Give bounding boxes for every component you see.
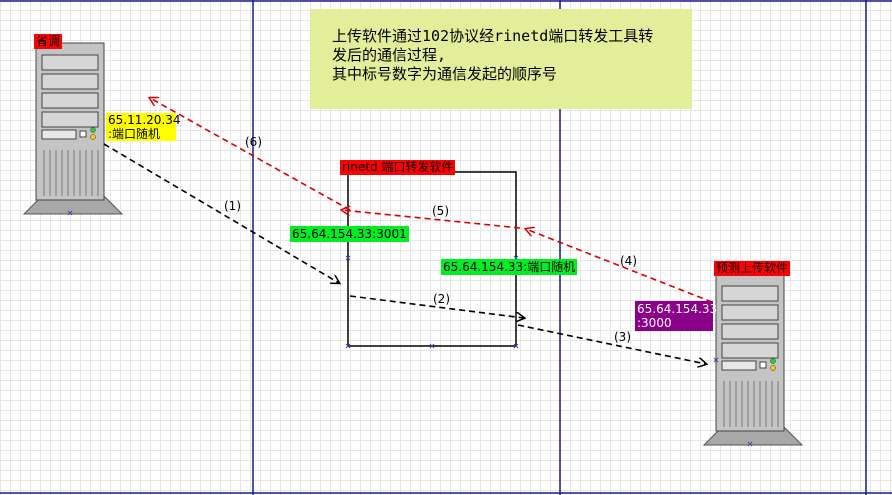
step-label-5: (5) [432,204,449,218]
forecast-address-ip: 65.64.154.33 [637,302,718,316]
province-address-port: :端口随机 [108,127,161,141]
step-label-1: (1) [224,199,241,213]
arrow-step-6 [150,98,351,211]
rinetd-title: rinetd 端口转发软件 [340,160,456,175]
note-line-3: 其中标号数字为通信发起的顺序号 [332,65,558,83]
note-box [310,9,692,109]
forecast-server-icon[interactable] [702,273,804,446]
forecast-title: 预测上传软件 [714,261,791,276]
step-label-6: (6) [245,135,262,149]
arrow-step-3 [517,324,706,364]
note-text: 上传软件通过102协议经rinetd端口转发工具转 发后的通信过程, 其中标号数… [310,9,692,109]
province-address: 65.11.20.34 :端口随机 [106,113,181,141]
arrow-step-1 [103,143,339,283]
note-line-1: 上传软件通过102协议经rinetd端口转发工具转 [332,27,654,45]
step-label-3: (3) [614,330,631,344]
rinetd-outbound-address: 65.64.154.33:端口随机 [441,259,578,275]
province-title: 省调 [34,34,63,49]
arrow-step-4 [526,229,713,303]
connection-points [67,210,753,447]
province-server-icon[interactable] [22,42,124,215]
note-line-2: 发后的通信过程, [332,46,447,64]
forecast-address: 65.64.154.33 :3000 [635,301,718,331]
step-label-4: (4) [620,254,637,268]
rinetd-inbound-address: 65.64.154.33:3001 [290,226,409,242]
province-address-ip: 65.11.20.34 [108,113,181,127]
forecast-address-port: :3000 [637,316,672,330]
step-label-2: (2) [433,292,450,306]
